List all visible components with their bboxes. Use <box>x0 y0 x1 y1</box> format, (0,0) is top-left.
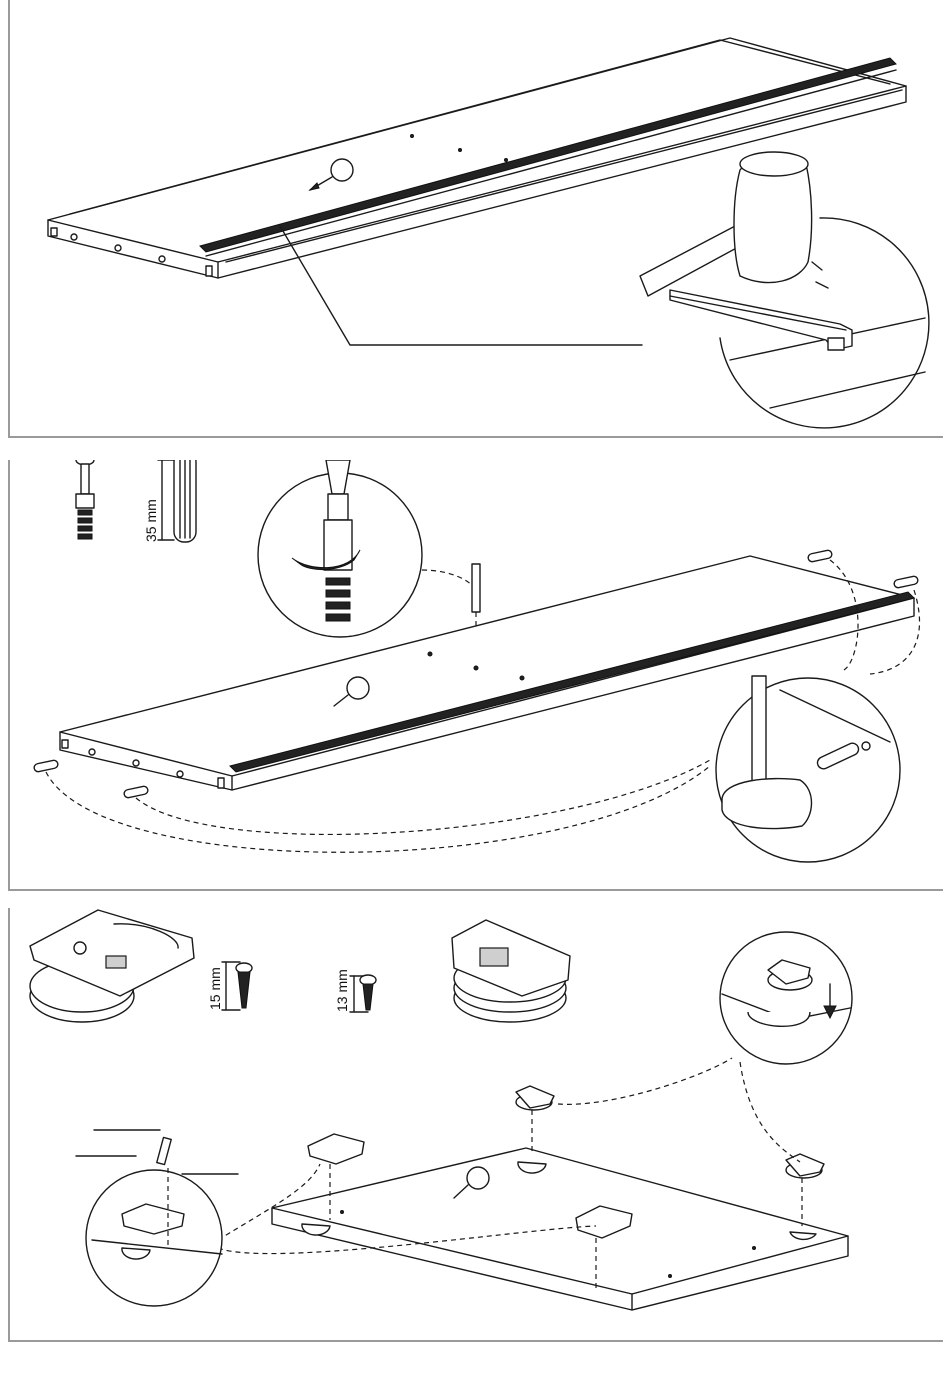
cam-lock-icon <box>452 920 570 1022</box>
step-panel-cam-locks: 15 mm 13 mm <box>8 908 943 1342</box>
step-panel-dowels: 35 mm <box>8 460 943 891</box>
rail-assembly-illustration <box>10 0 945 438</box>
dowel-assembly-illustration: 35 mm <box>10 460 945 891</box>
screw-13mm: 13 mm <box>334 969 376 1012</box>
screw-a-length-label: 15 mm <box>207 967 223 1010</box>
dowel-icon <box>174 460 196 542</box>
mallet-detail-circle <box>716 676 900 862</box>
dowel-length-label: 35 mm <box>143 499 159 542</box>
cam-lock-assembly-illustration: 15 mm 13 mm <box>10 908 945 1342</box>
screwing-detail-circle <box>76 1130 238 1306</box>
cam-housing-icon <box>30 910 194 1022</box>
floating-cam-lock <box>786 1154 824 1226</box>
dowel-dimension: 35 mm <box>143 460 174 542</box>
screwdriver-detail-circle <box>258 460 422 637</box>
screw-b-length-label: 13 mm <box>334 969 350 1012</box>
floating-cam-lock <box>516 1086 554 1154</box>
step-panel-rail <box>8 0 943 438</box>
hammer-icon <box>640 152 828 296</box>
insertion-detail-circle <box>720 932 852 1064</box>
screw-15mm: 15 mm <box>207 962 252 1010</box>
cam-bolt-icon <box>76 460 94 539</box>
